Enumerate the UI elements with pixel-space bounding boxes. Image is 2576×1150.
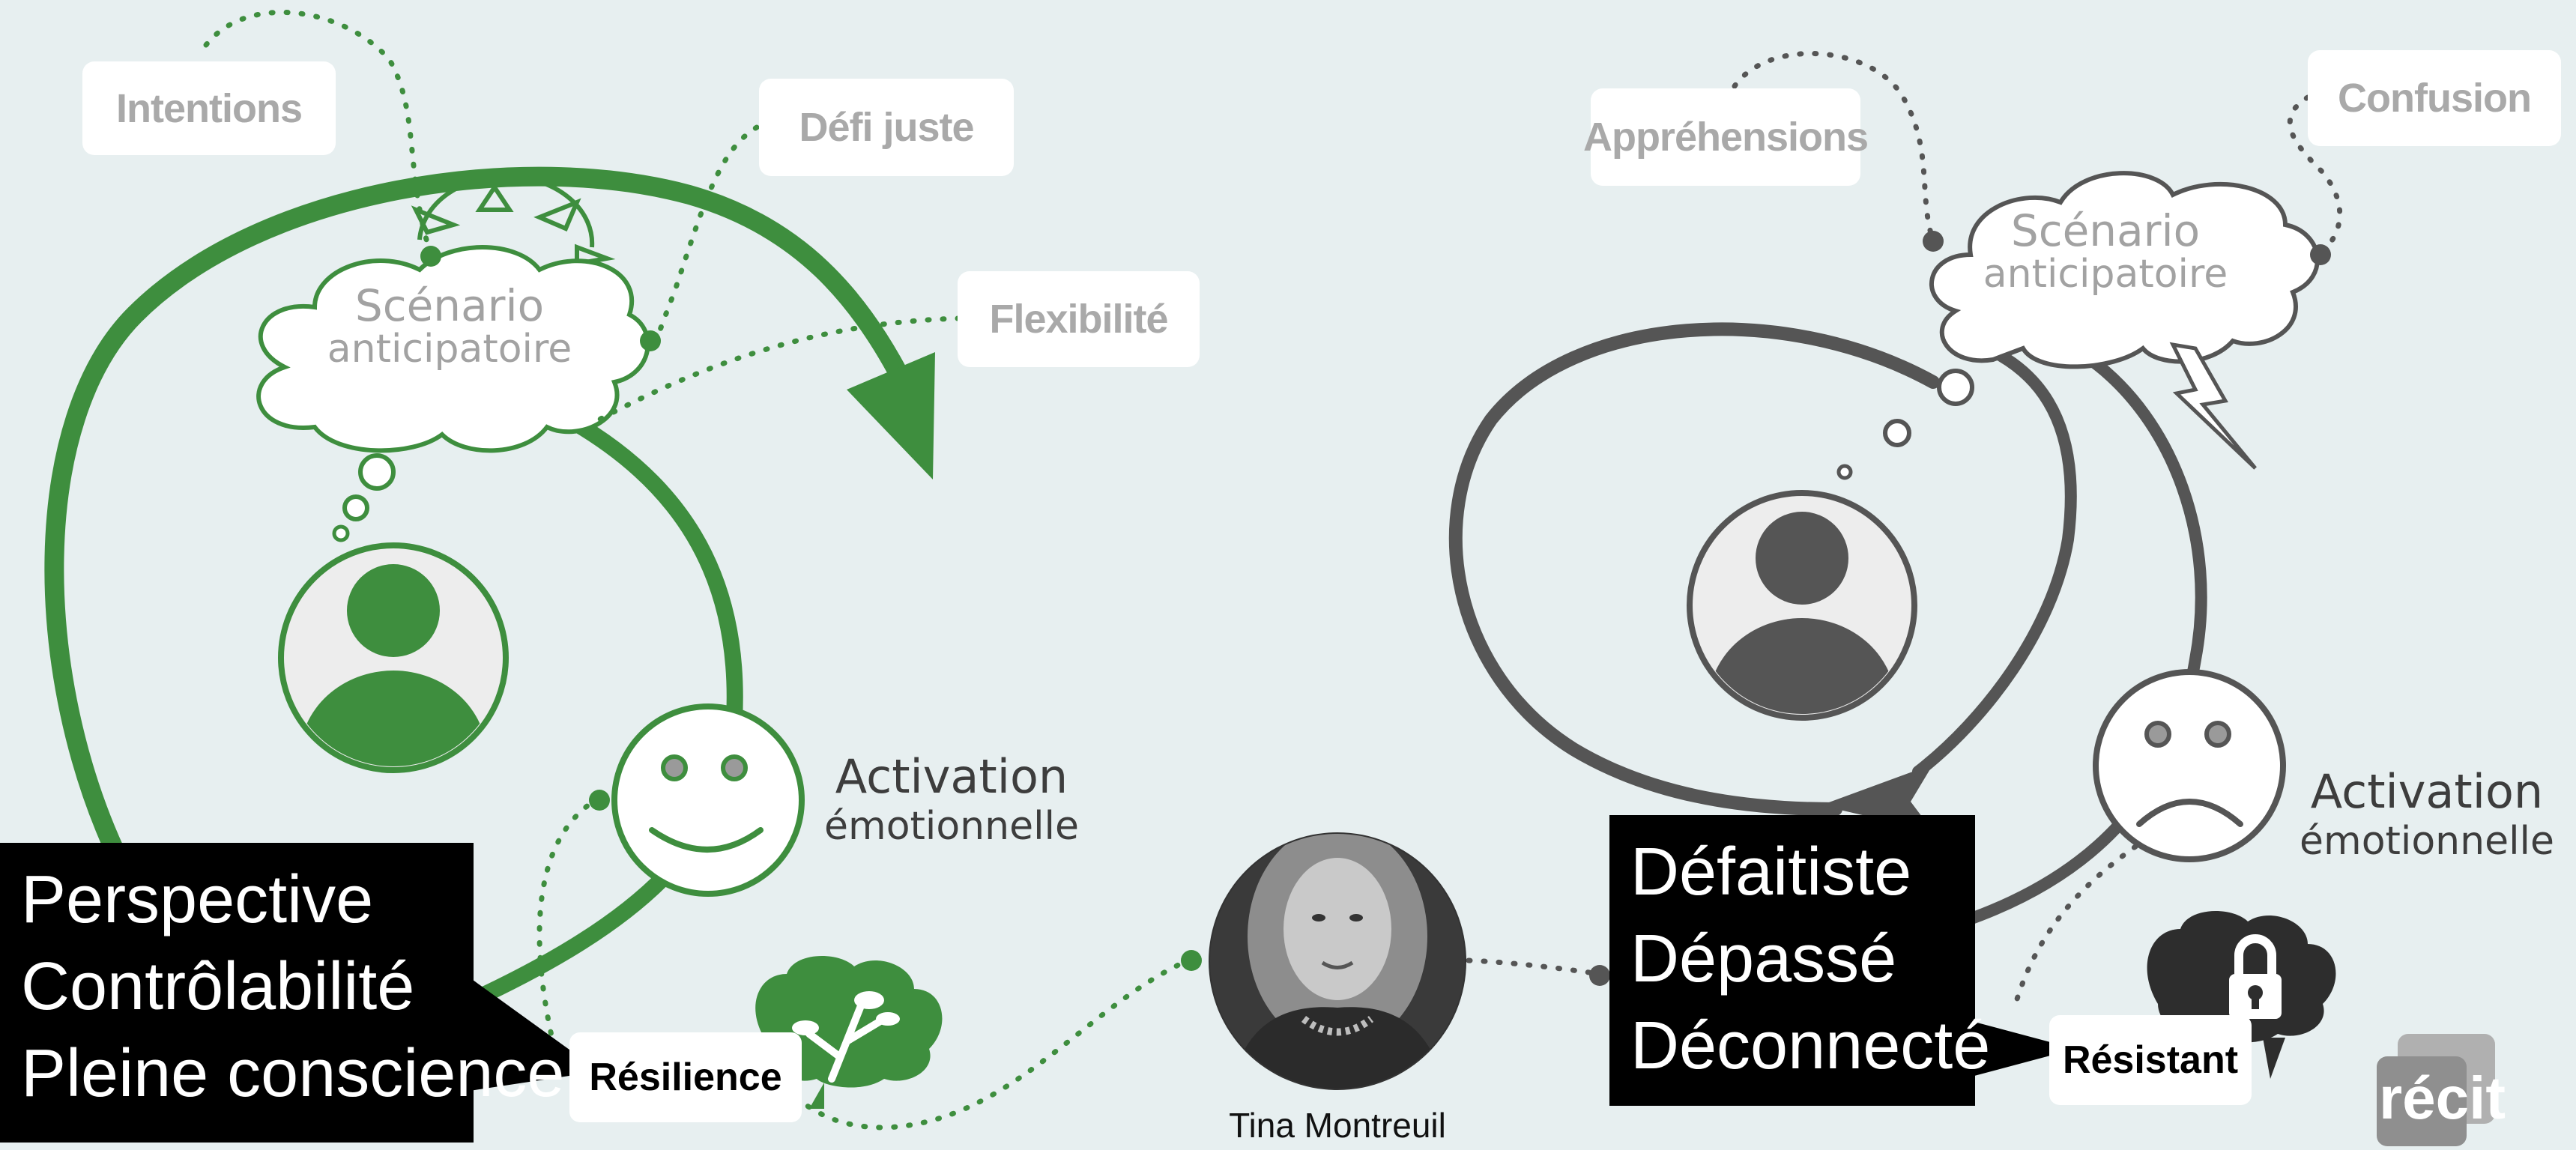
- right-cloud-line2: anticipatoire: [1983, 251, 2228, 297]
- presenter-name: Tina Montreuil: [1229, 1106, 1446, 1145]
- connector-dot: [2310, 244, 2331, 265]
- left-activation-line2: émotionnelle: [824, 804, 1079, 849]
- brain-lock-icon: [2147, 911, 2336, 1079]
- left-arrowhead: [847, 352, 935, 479]
- thought-bubble: [1836, 464, 1853, 480]
- left-callout-pointer: [450, 974, 599, 1094]
- left-cloud-text: Scénario anticipatoire: [285, 283, 614, 369]
- left-callout-line: Pleine conscience: [21, 1036, 565, 1111]
- connector-dot: [420, 246, 441, 267]
- thought-bubble: [332, 524, 350, 542]
- connector-defi: [649, 124, 760, 344]
- connector-dot: [1181, 950, 1202, 971]
- connector-photo: [769, 956, 1194, 1131]
- right-callout-line: Déconnecté: [1630, 1008, 1991, 1083]
- right-activation-line1: Activation: [2310, 764, 2544, 819]
- connector-intentions: [203, 9, 434, 258]
- right-activation-line2: émotionnelle: [2300, 819, 2554, 864]
- recit-logo: récit: [2379, 1065, 2506, 1131]
- left-thought-cloud: [256, 245, 650, 453]
- left-cycle: [44, 9, 1202, 1131]
- brain-plant-icon: [755, 956, 943, 1109]
- person-icon: [1687, 490, 1917, 721]
- person-icon: [278, 542, 509, 773]
- tag-intentions: Intentions: [82, 61, 336, 155]
- connector-confusion: [2287, 94, 2343, 258]
- tag-flexibilite: Flexibilité: [958, 271, 1200, 367]
- sad-face-icon: [2093, 669, 2286, 862]
- left-callout-line: Contrôlabilité: [21, 949, 415, 1024]
- left-callout-line: Perspective: [21, 862, 374, 937]
- right-cloud-text: Scénario anticipatoire: [1941, 208, 2270, 294]
- left-activation-label: Activation émotionnelle: [802, 749, 1101, 849]
- connector-dot: [589, 790, 610, 811]
- lightning-icon: [2169, 342, 2257, 470]
- right-inner-arc-2: [1957, 354, 2207, 927]
- presenter-photo: [1209, 832, 1466, 1090]
- right-inner-arc: [1912, 331, 2077, 778]
- left-cloud-line2: anticipatoire: [327, 326, 572, 372]
- left-cloud-line1: Scénario: [354, 280, 545, 331]
- right-cycle: [1448, 50, 2343, 1079]
- connector-photo-right: [1466, 957, 1603, 977]
- right-arrowhead: [1821, 764, 1933, 832]
- left-outer-arc: [44, 166, 924, 871]
- recit-logo-mark: [2377, 1034, 2495, 1146]
- right-callout-line: Défaitiste: [1630, 835, 1912, 910]
- right-callout-pointer: [1963, 1019, 2075, 1079]
- thought-bubble: [1937, 369, 1974, 406]
- outcome-resilience: Résilience: [569, 1032, 802, 1122]
- thought-bubble: [342, 494, 369, 521]
- sun-icon: [411, 174, 616, 267]
- tag-defi-juste: Défi juste: [759, 79, 1014, 176]
- right-outer-arc: [1448, 322, 1940, 816]
- right-activation-label: Activation émotionnelle: [2278, 764, 2576, 864]
- left-activation-line1: Activation: [835, 749, 1068, 804]
- left-callout: Perspective Contrôlabilité Pleine consci…: [0, 843, 565, 1143]
- connector-resilience: [536, 795, 602, 1052]
- connector-dot: [640, 330, 661, 351]
- thought-bubble: [1883, 419, 1911, 447]
- tag-confusion: Confusion: [2308, 50, 2561, 146]
- right-callout: Défaitiste Dépassé Déconnecté: [1609, 815, 1991, 1106]
- right-callout-line: Dépassé: [1630, 921, 1897, 996]
- right-cloud-line1: Scénario: [2010, 205, 2201, 256]
- connector-dot: [1923, 231, 1944, 252]
- tag-apprehensions: Appréhensions: [1583, 88, 1869, 186]
- smiley-face-icon: [611, 703, 805, 897]
- outcome-resistant: Résistant: [2049, 1015, 2252, 1105]
- thought-bubble: [358, 453, 396, 491]
- connector-dot: [1589, 965, 1610, 986]
